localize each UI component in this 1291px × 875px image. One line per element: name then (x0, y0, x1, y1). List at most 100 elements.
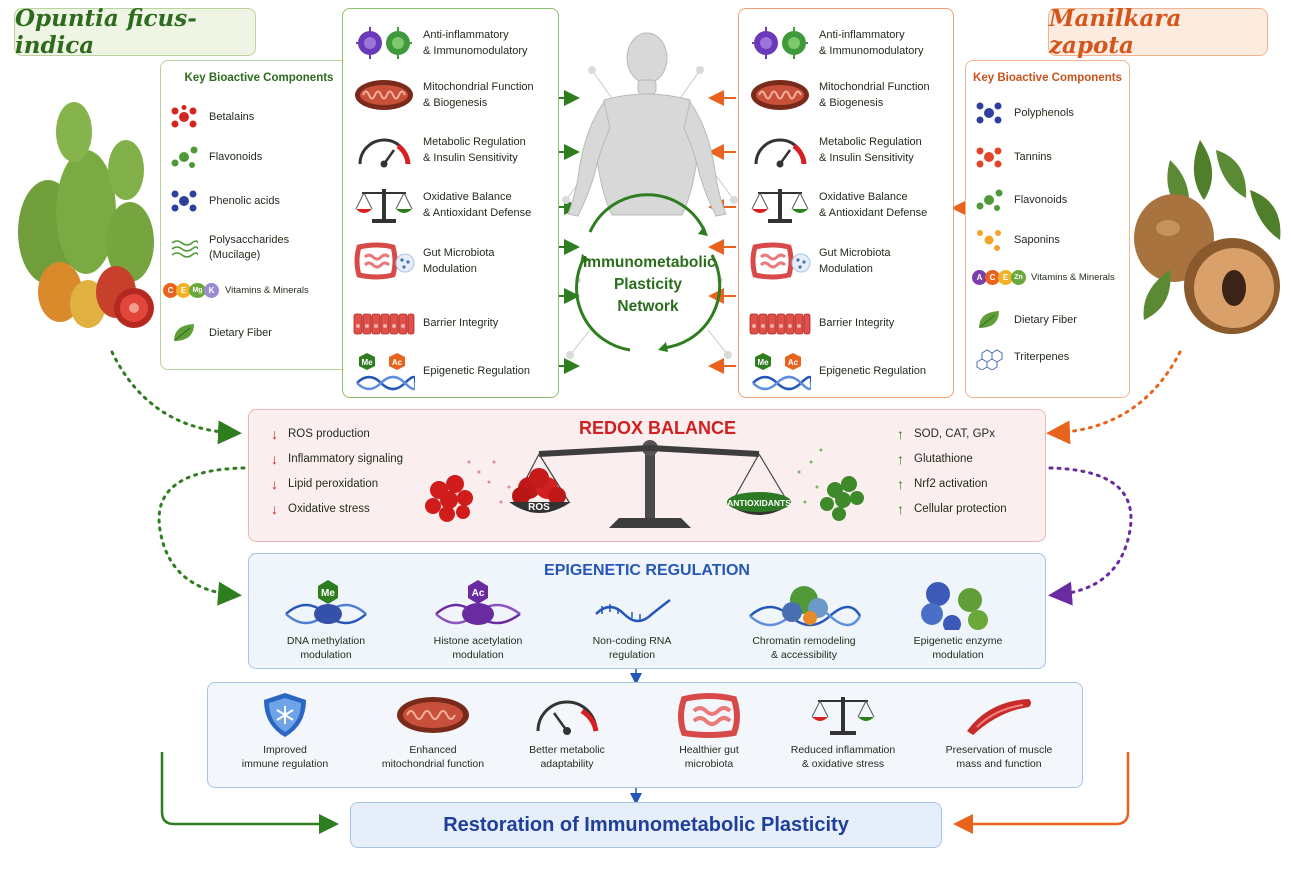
outcome-label: Improved immune regulation (241, 744, 329, 770)
intestine-icon (353, 241, 415, 281)
effect-label: Gut Microbiota Modulation (819, 247, 891, 275)
svg-text:Ac: Ac (472, 588, 485, 599)
balance-scale-icon (811, 697, 875, 735)
balance-scale-icon (353, 185, 415, 225)
component-label: Polyphenols (1014, 107, 1074, 119)
mitochondrion-icon (749, 75, 811, 115)
gauge-icon (749, 130, 811, 170)
outcome-inflammation: Reduced inflammation & oxidative stress (778, 691, 908, 771)
redox-increase-item: ↑Cellular protection (897, 501, 1007, 517)
arrow-right-to-restore (953, 752, 1130, 834)
component-label: Dietary Fiber (209, 327, 272, 339)
redox-title: REDOX BALANCE (579, 418, 737, 438)
effect-label: Oxidative Balance & Antioxidant Defense (423, 191, 532, 219)
component-label: Betalains (209, 111, 255, 123)
component-label: Dietary Fiber (1014, 314, 1077, 326)
network-label: Immunometabolic Plasticity Network (583, 254, 716, 315)
epigenetic-item-chromatin: Chromatin remodeling & accessibility (729, 578, 879, 662)
epithelial-barrier-icon (353, 303, 415, 343)
enzyme-icon (921, 582, 988, 630)
svg-text:Ac: Ac (788, 358, 799, 367)
epigenetic-item-label: Non-coding RNA regulation (592, 635, 672, 661)
outcome-metabolic: Better metabolic adaptability (502, 691, 632, 771)
component-label: Flavonoids (1014, 194, 1068, 206)
redox-decrease-item: ↓Lipid peroxidation (271, 476, 379, 492)
effect-label: Mitochondrial Function & Biogenesis (423, 81, 534, 109)
outcome-immune: Improved immune regulation (220, 691, 350, 771)
effect-item: Barrier Integrity (749, 303, 949, 343)
epigenetic-item-enzyme: Epigenetic enzyme modulation (883, 578, 1033, 662)
key-components-panel-opuntia: Key Bioactive Components Betalains Flavo… (160, 60, 358, 370)
effect-item: Mitochondrial Function & Biogenesis (749, 75, 949, 115)
component-phenolic-acids: Phenolic acids (169, 189, 353, 213)
component-saponins: Saponins (974, 228, 1125, 252)
component-label: Phenolic acids (209, 195, 280, 207)
redox-decrease-item: ↓ROS production (271, 426, 370, 442)
effect-label: Metabolic Regulation & Insulin Sensitivi… (819, 136, 922, 164)
redox-increase-item: ↑Nrf2 activation (897, 476, 988, 492)
outcome-label: Healthier gut microbiota (679, 744, 739, 770)
plant-title-manilkara: Manilkara zapota (1048, 5, 1268, 59)
effect-label: Mitochondrial Function & Biogenesis (819, 81, 930, 109)
effect-item: Barrier Integrity (353, 303, 554, 343)
effect-label: Epigenetic Regulation (819, 365, 927, 377)
component-tannins: Tannins (974, 145, 1125, 169)
dna-methylation-icon: Me (285, 580, 367, 625)
redox-increase-item: ↑SOD, CAT, GPx (897, 426, 995, 442)
key-components-panel-manilkara: Key Bioactive Components Polyphenols Tan… (965, 60, 1130, 398)
epigenetic-title: EPIGENETIC REGULATION (544, 562, 750, 579)
gauge-icon (536, 700, 599, 735)
muscle-icon (967, 699, 1031, 735)
vitamin-bubbles-icon: C E Mg K (163, 283, 219, 298)
shield-icon (264, 693, 306, 737)
component-dietary-fiber: Dietary Fiber (974, 308, 1125, 332)
svg-text:Me: Me (321, 588, 335, 599)
yellow-molecule-icon (974, 228, 1004, 252)
ring-structure-icon (974, 345, 1004, 370)
histone-acetylation-icon: Ac (435, 580, 521, 625)
outcome-label: Preservation of muscle mass and function (945, 744, 1053, 770)
epigenetic-item-label: Chromatin remodeling & accessibility (752, 635, 856, 661)
effect-item: Oxidative Balance & Antioxidant Defense (353, 185, 554, 225)
epigenetic-item-label: DNA methylation modulation (286, 635, 366, 661)
component-vitamins-minerals: A C E Zn Vitamins & Minerals (972, 270, 1125, 285)
component-triterpenes: Triterpenes (974, 345, 1125, 370)
effect-item: Gut Microbiota Modulation (353, 241, 554, 281)
epigenetic-item-histone-acetylation: Ac Histone acetylation modulation (403, 578, 553, 662)
effect-item: Metabolic Regulation & Insulin Sensitivi… (749, 130, 949, 170)
human-body-figure (567, 32, 727, 217)
arrow-left-to-restore (160, 752, 339, 834)
outcome-label: Enhanced mitochondrial function (381, 744, 485, 770)
component-polysaccharides: Polysaccharides (Mucilage) (169, 233, 353, 263)
effect-label: Epigenetic Regulation (423, 365, 531, 377)
green-molecule-icon (974, 188, 1004, 212)
component-label: Vitamins & Minerals (225, 285, 309, 296)
leaf-icon (974, 308, 1004, 332)
final-outcome-restoration: Restoration of Immunometabolic Plasticit… (350, 802, 942, 848)
effect-label: Metabolic Regulation & Insulin Sensitivi… (423, 136, 526, 164)
epithelial-barrier-icon (749, 303, 811, 343)
blue-molecule-icon (169, 189, 199, 213)
outcome-muscle: Preservation of muscle mass and function (924, 691, 1074, 771)
red-molecule-icon (169, 105, 199, 129)
redox-balance-panel: REDOX BALANCE ↓ROS production ↓Inflammat… (248, 409, 1046, 542)
outcome-label: Reduced inflammation & oxidative stress (790, 744, 896, 770)
effect-item: Anti-inflammatory & Immunomodulatory (353, 23, 554, 63)
effect-item: Gut Microbiota Modulation (749, 241, 949, 281)
component-label: Polysaccharides (Mucilage) (209, 234, 290, 261)
key-components-heading: Key Bioactive Components (184, 72, 334, 84)
component-flavonoids: Flavonoids (974, 188, 1125, 212)
component-label: Flavonoids (209, 151, 263, 163)
ros-cluster (425, 475, 473, 522)
network-circle (575, 193, 722, 352)
effect-item: Anti-inflammatory & Immunomodulatory (749, 23, 949, 63)
svg-text:Me: Me (361, 358, 373, 367)
outcomes-panel: Improved immune regulation Enhanced mito… (207, 682, 1083, 788)
effect-label: Gut Microbiota Modulation (423, 247, 495, 275)
key-components-heading: Key Bioactive Components (973, 72, 1122, 84)
effect-label: Barrier Integrity (423, 317, 499, 329)
